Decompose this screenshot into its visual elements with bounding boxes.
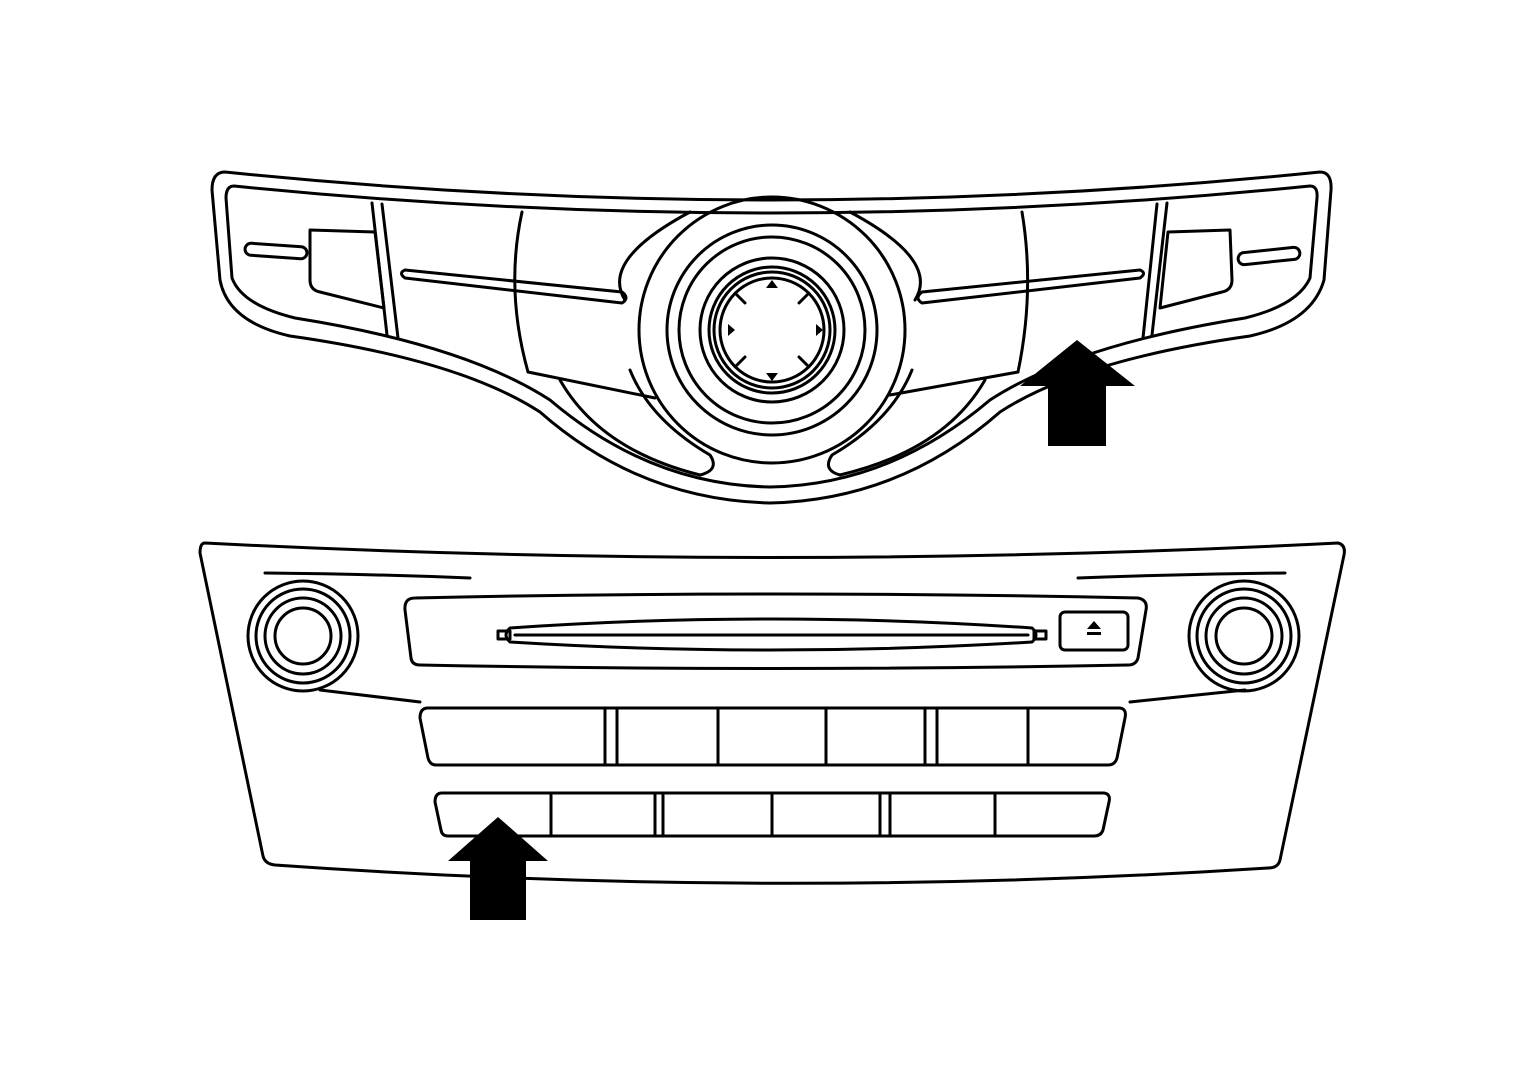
upper-right-arc bbox=[826, 210, 987, 477]
arrow-up-icon bbox=[448, 817, 548, 920]
button-row-1[interactable] bbox=[418, 706, 1127, 767]
upper-panel-outer-outline bbox=[210, 170, 1333, 505]
upper-panel-inner-outline bbox=[224, 184, 1319, 489]
upper-control-panel bbox=[210, 170, 1333, 505]
tuning-knob-icon[interactable] bbox=[1187, 579, 1301, 693]
lower-trim-line bbox=[263, 571, 1287, 580]
arrow-up-icon bbox=[1020, 340, 1135, 446]
upper-right-slot bbox=[1236, 245, 1302, 267]
lower-trim-line bbox=[318, 688, 1247, 704]
button-row-2[interactable] bbox=[433, 791, 1111, 838]
upper-left-slot bbox=[243, 241, 309, 261]
upper-divider bbox=[1141, 201, 1169, 340]
upper-left-long-slot bbox=[400, 268, 628, 305]
cd-panel bbox=[403, 592, 1148, 670]
upper-right-long-slot bbox=[916, 268, 1145, 305]
volume-knob-icon[interactable] bbox=[246, 579, 360, 693]
upper-divider bbox=[370, 201, 400, 340]
upper-left-tab bbox=[308, 228, 386, 310]
lower-audio-unit bbox=[198, 541, 1346, 885]
upper-left-arc bbox=[558, 210, 715, 477]
dial-knob-icon[interactable] bbox=[637, 195, 907, 465]
lower-panel-outline bbox=[198, 541, 1346, 885]
cd-slot-icon[interactable] bbox=[496, 617, 1048, 652]
eject-button[interactable] bbox=[1058, 610, 1130, 652]
upper-right-tab bbox=[1158, 228, 1234, 310]
upper-bottom-line bbox=[526, 370, 1020, 400]
eject-icon bbox=[1087, 621, 1101, 635]
